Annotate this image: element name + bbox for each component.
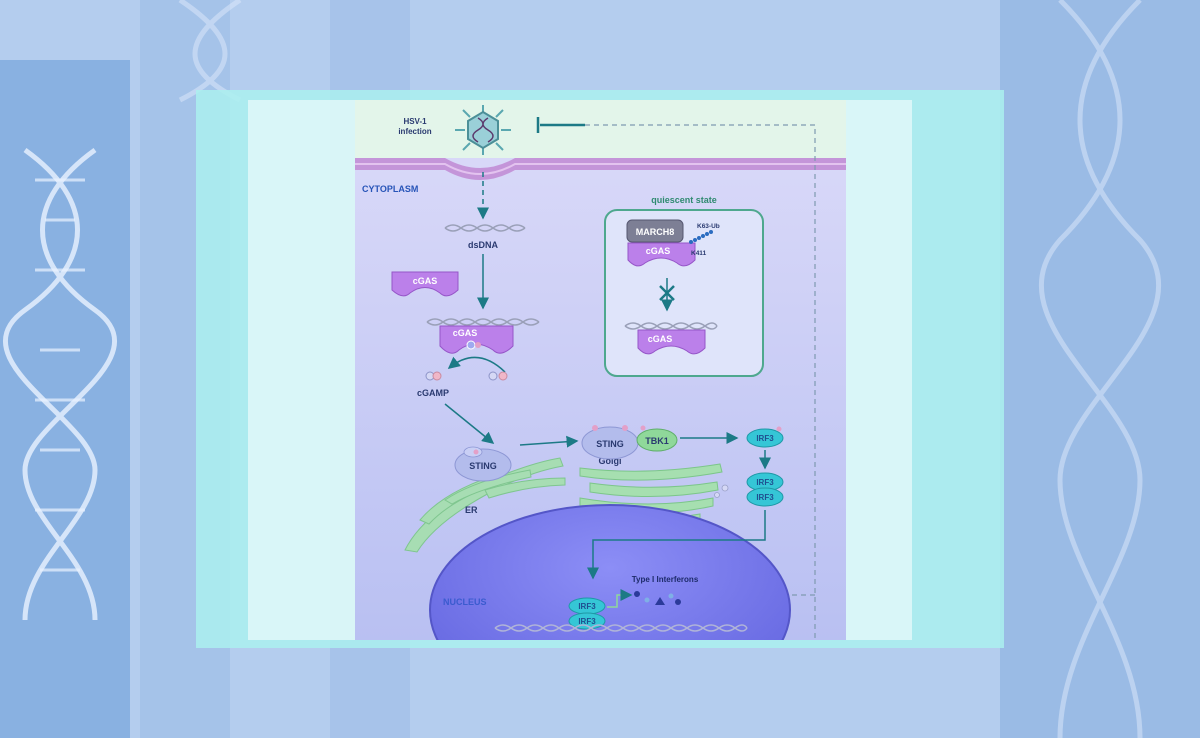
tbk1-icon (636, 428, 678, 452)
cgas-quiescent-bottom-label: cGAS (648, 334, 673, 344)
cytoplasm-label: CYTOPLASM (362, 184, 418, 194)
sting-translocation-arrow (519, 435, 579, 448)
irf3-dimer-bottom-icon (746, 487, 784, 507)
dsdna-label: dsDNA (468, 240, 499, 250)
ifn-label: Type I Interferons (632, 575, 699, 584)
cgas-quiescent-top-icon (627, 242, 696, 267)
ubiquitin-chain-icon (689, 230, 713, 244)
sting-er-icon (454, 448, 512, 482)
nucleus-label: NUCLEUS (443, 597, 487, 607)
genomic-dna-icon (494, 624, 748, 632)
cgas-free-icon (391, 271, 459, 297)
dna-helix-left-icon (3, 147, 117, 621)
cgas-quiescent-top-label: cGAS (646, 246, 671, 256)
sting-golgi-label: STING (596, 439, 624, 449)
nucleus-region (429, 504, 791, 640)
extracellular-space (355, 100, 846, 160)
tbk1-label: TBK1 (645, 436, 669, 446)
infection-label-line2: infection (398, 127, 431, 136)
cgamp-to-sting-arrow (444, 403, 495, 444)
sting-er-label: STING (469, 461, 497, 471)
cgas-quiescent-bottom-icon (637, 329, 706, 355)
ifn-transcription-arrow (607, 589, 633, 608)
k411-label: K411 (691, 250, 707, 257)
inhibition-feedback-line (540, 124, 816, 640)
march8-label: MARCH8 (636, 227, 675, 237)
cgas-free-label: cGAS (413, 276, 438, 286)
dsdna-bound-icon (426, 318, 540, 326)
cgas-bound-label: cGAS (453, 328, 478, 338)
infection-label-line1: HSV-1 (403, 117, 427, 126)
block-x-icon (659, 285, 675, 301)
hsv1-virus-icon (455, 105, 511, 155)
irf3-single-icon (746, 428, 784, 448)
irf3-dimer-top-label: IRF3 (756, 478, 774, 487)
irf3-nuc-top-label: IRF3 (578, 602, 596, 611)
irf3-nuc-bottom-label: IRF3 (578, 617, 596, 626)
dna-helix-right-icon (1039, 0, 1161, 738)
dsdna-quiescent-icon (624, 322, 718, 330)
interferon-molecules-icon (634, 591, 681, 605)
irf3-single-label: IRF3 (756, 434, 774, 443)
k63-ub-label: K63-Ub (697, 223, 720, 230)
er-label: ER (465, 505, 478, 515)
catalysis-arc-arrow (447, 356, 506, 373)
cgamp-label: cGAMP (417, 388, 449, 398)
irf3-nuclear-translocation-arrow (587, 510, 766, 580)
march8-icon (626, 219, 684, 243)
dsdna-strand-icon (444, 224, 526, 232)
quiescent-title: quiescent state (651, 195, 717, 205)
irf3-dimer-bottom-label: IRF3 (756, 493, 774, 502)
cgas-sting-pathway-diagram: HSV-1 infection CYTOPLASM dsDNA cGAS cGA… (355, 100, 846, 640)
dna-helix-top-icon (178, 0, 242, 103)
er-membrane-icon (404, 457, 566, 553)
golgi-label: Golgi (599, 456, 622, 466)
